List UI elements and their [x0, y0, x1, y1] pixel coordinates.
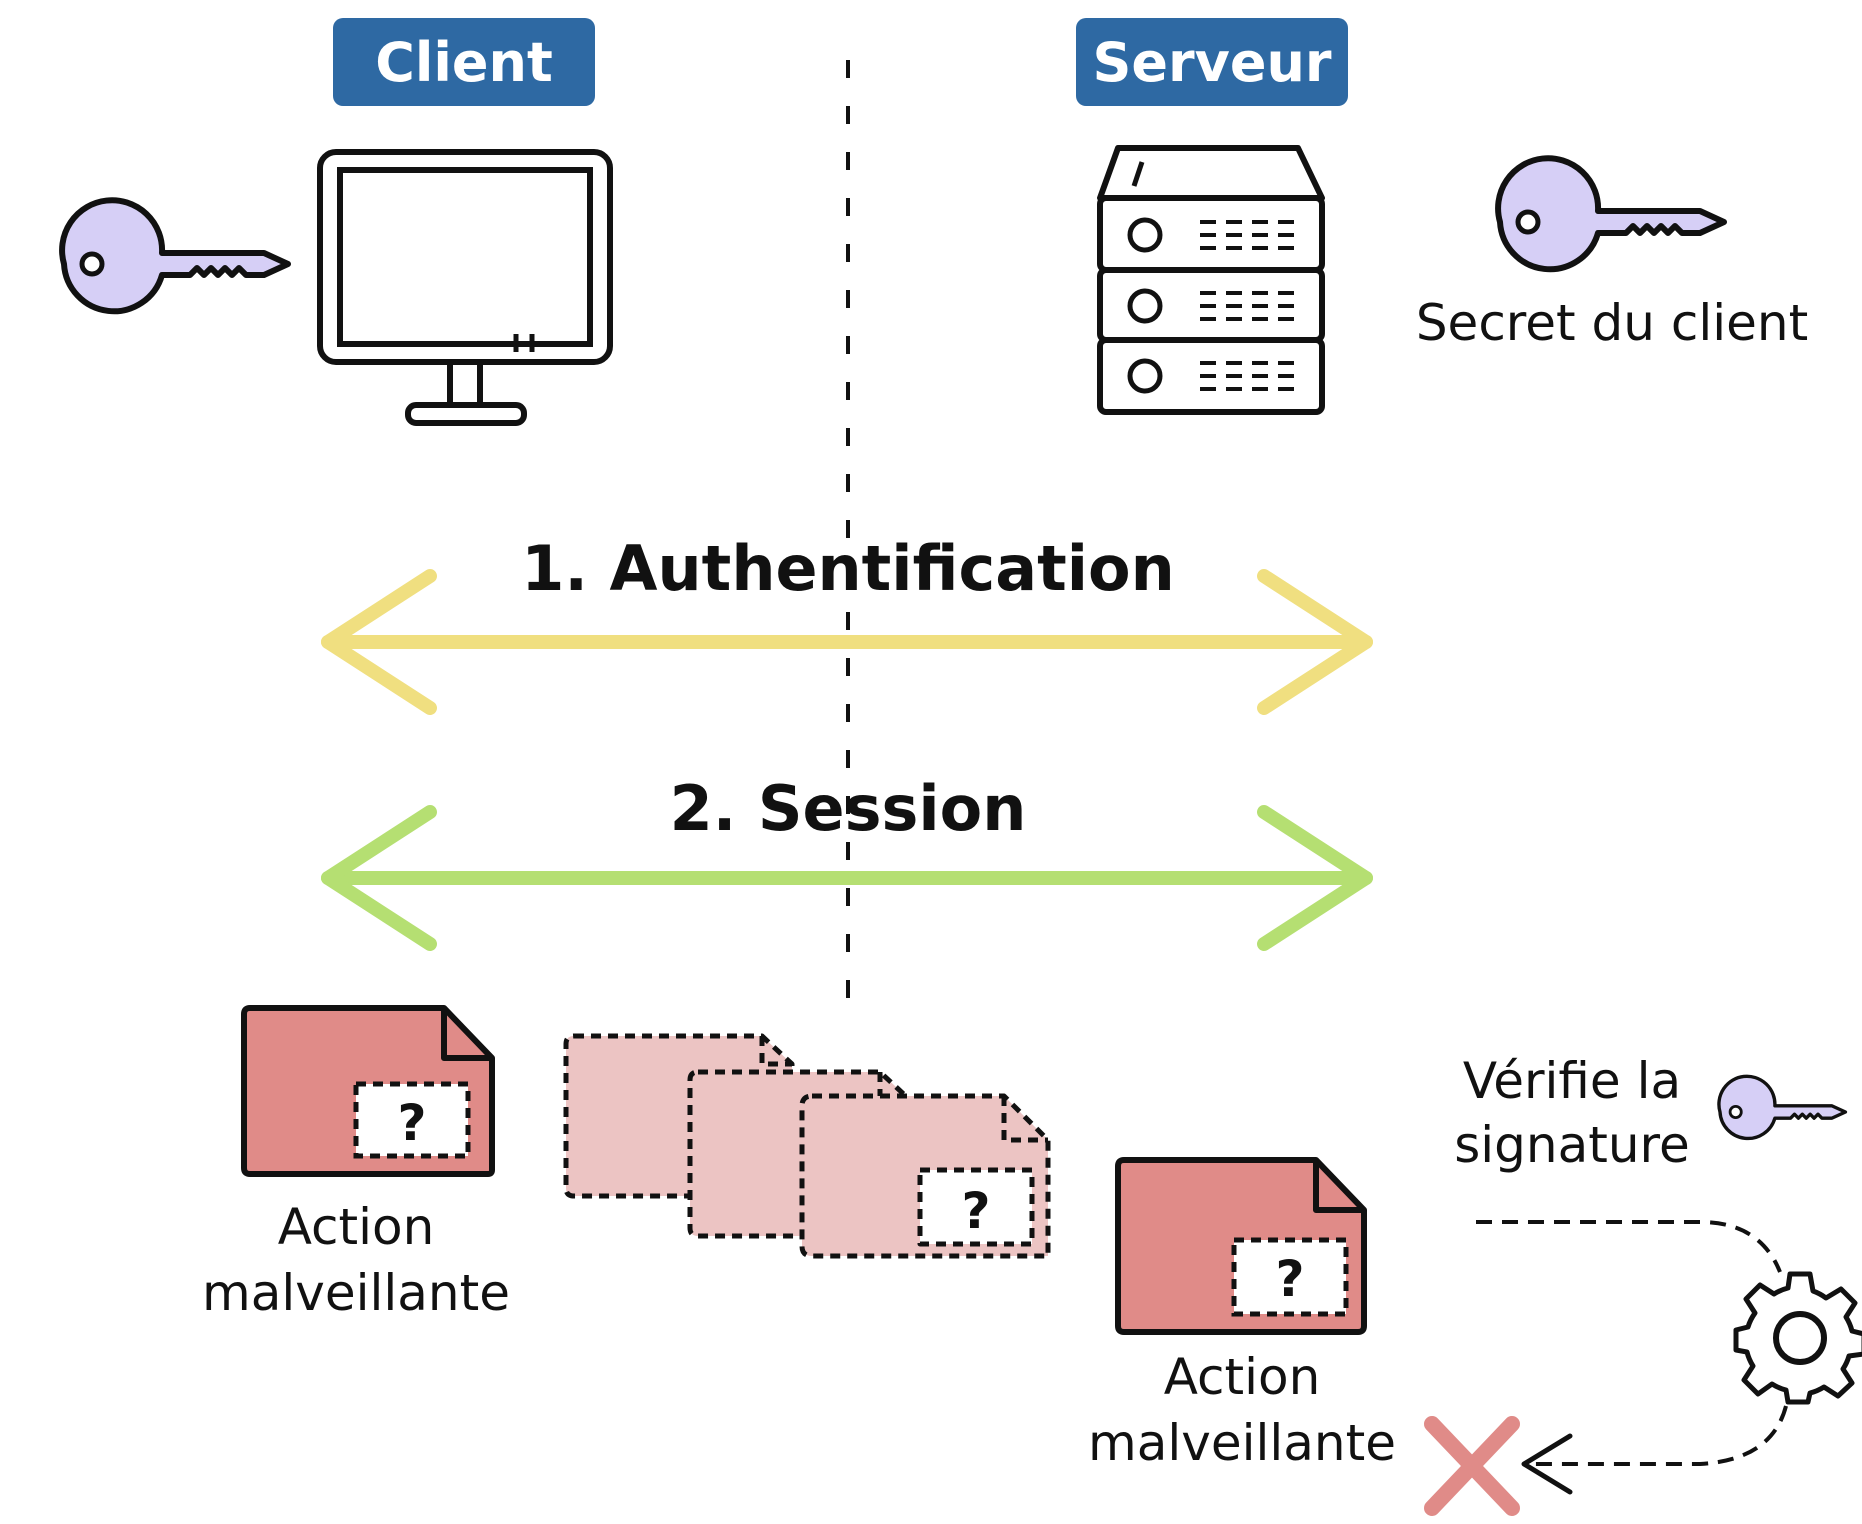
rejection-arrowhead-icon [1521, 1433, 1573, 1495]
question-mark-label: ? [1275, 1250, 1304, 1308]
authentication-arrow [321, 569, 1373, 715]
malicious-action-label-right-1: Action [1164, 1348, 1321, 1406]
monitor-icon [317, 149, 613, 426]
client-header: Client [333, 18, 595, 106]
verify-signature-label-2: signature [1454, 1116, 1690, 1174]
session-arrow [321, 805, 1373, 951]
rejection-flow-line [1530, 1405, 1788, 1466]
verification-flow-line [1476, 1220, 1782, 1273]
verify-key-icon [1717, 1074, 1848, 1141]
authentication-step-label: 1. Authentification [521, 532, 1174, 605]
verify-signature-label-1: Vérifie la [1463, 1052, 1681, 1110]
client-secret-label: Secret du client [1416, 294, 1808, 352]
client-header-label: Client [375, 31, 553, 94]
server-rack-icon [1097, 145, 1325, 415]
server-header-label: Serveur [1092, 31, 1331, 94]
question-mark-label: ? [961, 1182, 990, 1240]
reject-cross-icon [1424, 1416, 1520, 1516]
gear-icon [1733, 1271, 1862, 1405]
malicious-action-label-left-2: malveillante [202, 1264, 510, 1322]
malicious-document-icon: ? [241, 1005, 495, 1177]
client-key-icon [62, 200, 288, 311]
session-step-label: 2. Session [670, 772, 1027, 845]
server-header: Serveur [1076, 18, 1348, 106]
question-mark-label: ? [397, 1094, 426, 1152]
server-key-icon [1498, 158, 1724, 269]
malicious-document-icon: ? [1115, 1157, 1367, 1335]
malicious-action-label-right-2: malveillante [1088, 1414, 1396, 1472]
replayed-documents-icon [563, 1033, 1051, 1259]
malicious-action-label-left-1: Action [278, 1198, 435, 1256]
